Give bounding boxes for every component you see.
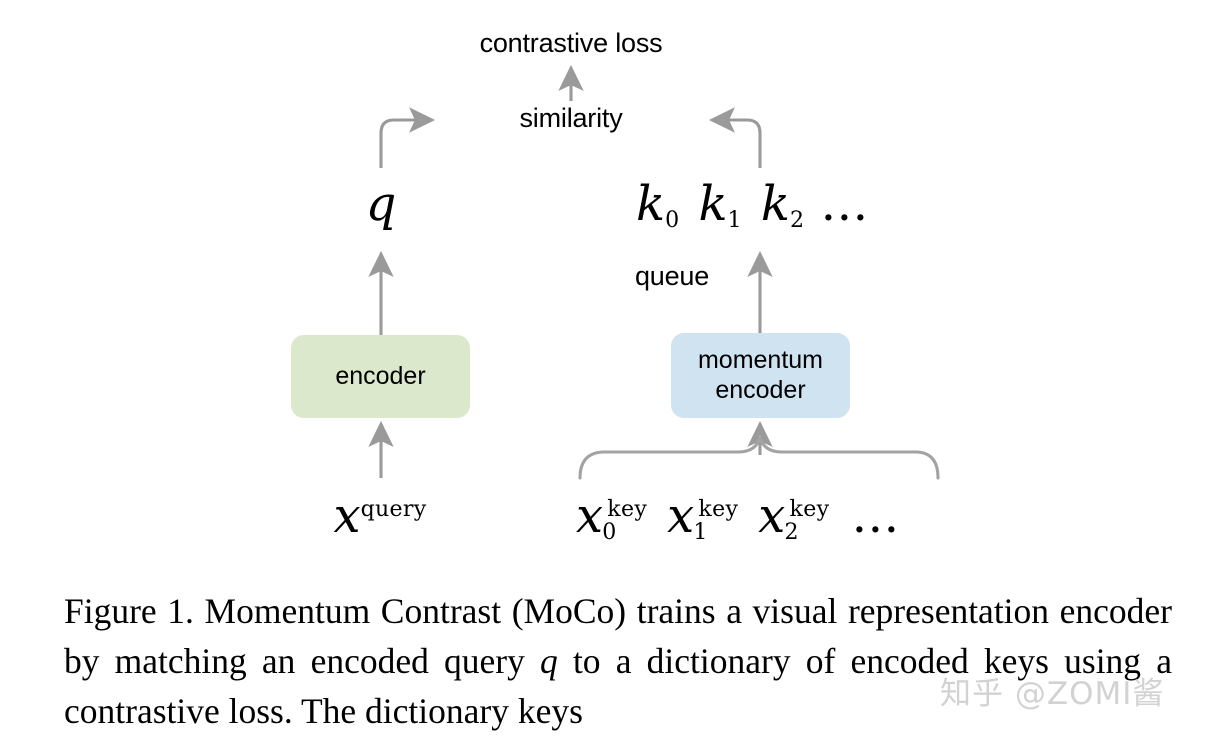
box-encoder[interactable]: encoder (291, 335, 470, 418)
symbol-key-1: k1 (698, 176, 742, 233)
figure-caption: Figure 1. Momentum Contrast (MoCo) train… (64, 586, 1172, 736)
caption-symbol-q: q (540, 641, 558, 681)
box-momentum-encoder-label-line1: momentum (697, 346, 824, 374)
arrow-q-to-similarity (379, 107, 436, 168)
symbol-x-key-0: x0key (576, 488, 648, 545)
key-inputs-brace (578, 434, 940, 480)
symbol-query-vector: q (365, 176, 397, 232)
arrow-keys-to-similarity (708, 107, 762, 168)
symbol-x-key-2: x2key (758, 488, 830, 545)
symbol-key-0: k0 (636, 176, 680, 233)
label-queue: queue (634, 261, 710, 291)
symbol-x-query: xquery (333, 488, 427, 544)
caption-part-2: to a dictionary of encoded keys using a … (64, 641, 1172, 731)
symbol-x-key-1: x1key (667, 488, 739, 545)
box-momentum-encoder-label-line2: encoder (715, 375, 806, 404)
symbol-x-key-ellipsis: … (851, 488, 902, 544)
caption-part-1: Figure 1. Momentum Contrast (MoCo) train… (64, 591, 1172, 681)
label-contrastive-loss: contrastive loss (479, 28, 663, 58)
box-encoder-label: encoder (335, 361, 426, 390)
box-momentum-encoder[interactable]: momentum encoder (671, 333, 850, 418)
symbol-key-2: k2 (760, 176, 805, 233)
label-similarity: similarity (519, 103, 623, 133)
symbol-key-ellipsis: … (820, 176, 871, 232)
